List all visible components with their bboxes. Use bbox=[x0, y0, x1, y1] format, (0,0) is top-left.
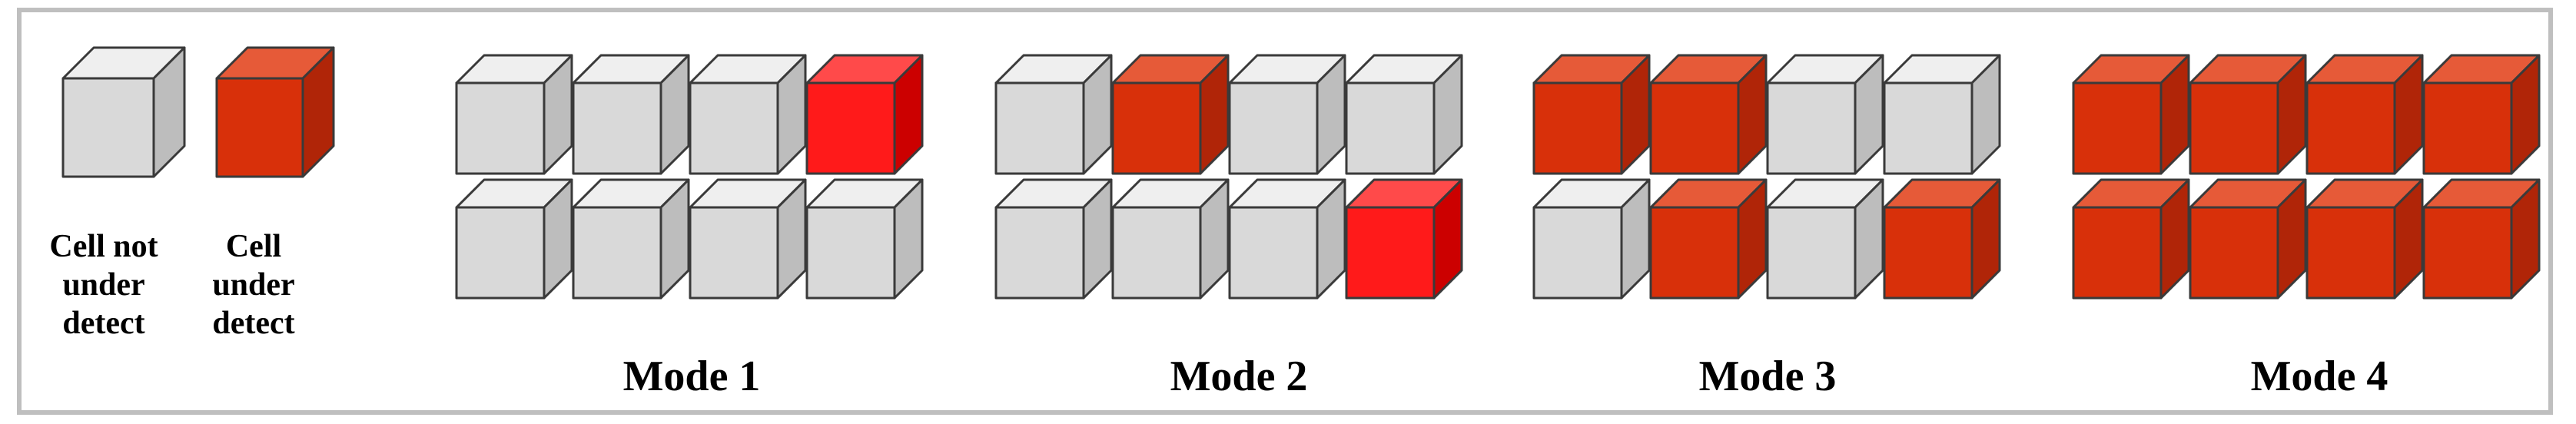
mode-2-cube-r2c2 bbox=[1111, 178, 1230, 300]
legend-cube-on bbox=[215, 46, 335, 178]
cube-front-face bbox=[1649, 206, 1740, 300]
cube-front-face bbox=[1766, 206, 1857, 300]
mode-1-cube-r2c2 bbox=[572, 178, 690, 300]
mode-label-4: Mode 4 bbox=[2250, 353, 2388, 400]
cube-front-face bbox=[455, 206, 546, 300]
mode-3-cube-r2c3 bbox=[1766, 178, 1884, 300]
mode-1-cube-r2c1 bbox=[455, 178, 573, 300]
mode-2-cube-r2c3 bbox=[1228, 178, 1346, 300]
cube-front-face bbox=[2305, 206, 2396, 300]
cube-front-face bbox=[994, 81, 1085, 175]
mode-2-cube-r2c1 bbox=[994, 178, 1113, 300]
mode-4-cube-r2c3 bbox=[2305, 178, 2424, 300]
mode-label-2: Mode 2 bbox=[1170, 353, 1308, 400]
cube-front-face bbox=[1532, 206, 1623, 300]
mode-4-cube-r2c4 bbox=[2422, 178, 2541, 300]
mode-1-cube-r2c4 bbox=[805, 178, 924, 300]
mode-3-cube-r2c1 bbox=[1532, 178, 1651, 300]
cube-front-face bbox=[1345, 206, 1436, 300]
cube-front-face bbox=[2072, 206, 2163, 300]
mode-2-cube-r2c4 bbox=[1345, 178, 1463, 300]
cube-front-face bbox=[1883, 206, 1973, 300]
cube-front-face bbox=[2189, 81, 2279, 175]
cube-front-face bbox=[2422, 206, 2513, 300]
legend-label-on-text: Cell under detect bbox=[212, 229, 295, 341]
legend-cubes bbox=[61, 46, 335, 178]
mode-1-cube-r2c3 bbox=[689, 178, 807, 300]
cube-front-face bbox=[805, 81, 896, 175]
cube-front-face bbox=[455, 81, 546, 175]
cube-front-face bbox=[61, 77, 155, 178]
mode-1-cube-r1c4 bbox=[805, 54, 924, 175]
mode-1-cube-r1c3 bbox=[689, 54, 807, 175]
mode-4-cube-r2c1 bbox=[2072, 178, 2190, 300]
mode-2-cube-r1c1 bbox=[994, 54, 1113, 175]
cube-front-face bbox=[994, 206, 1085, 300]
mode-4-cube-r1c1 bbox=[2072, 54, 2190, 175]
mode-2-cube-r1c2 bbox=[1111, 54, 1230, 175]
cube-front-face bbox=[1228, 206, 1319, 300]
legend-label-on: Cell under detect bbox=[192, 227, 315, 343]
mode-3-cube-r2c2 bbox=[1649, 178, 1768, 300]
mode-3-cube-r1c4 bbox=[1883, 54, 2001, 175]
mode-2-cube-r1c3 bbox=[1228, 54, 1346, 175]
legend-label-off-text: Cell not under detect bbox=[49, 229, 158, 341]
cube-front-face bbox=[689, 206, 779, 300]
legend-label-off: Cell not under detect bbox=[31, 227, 177, 343]
cube-front-face bbox=[1883, 81, 1973, 175]
cube-front-face bbox=[689, 81, 779, 175]
mode-4-cube-r1c3 bbox=[2305, 54, 2424, 175]
cube-front-face bbox=[2072, 81, 2163, 175]
mode-cubes bbox=[455, 54, 2541, 300]
mode-3-cube-r1c2 bbox=[1649, 54, 1768, 175]
mode-3-cube-r1c1 bbox=[1532, 54, 1651, 175]
cube-front-face bbox=[1532, 81, 1623, 175]
cube-front-face bbox=[1766, 81, 1857, 175]
cube-front-face bbox=[2305, 81, 2396, 175]
mode-1-cube-r1c1 bbox=[455, 54, 573, 175]
cube-front-face bbox=[572, 81, 662, 175]
mode-4-cube-r2c2 bbox=[2189, 178, 2307, 300]
cube-front-face bbox=[2422, 81, 2513, 175]
cube-front-face bbox=[1111, 81, 1202, 175]
mode-label-1: Mode 1 bbox=[622, 353, 761, 400]
cube-front-face bbox=[572, 206, 662, 300]
mode-1-cube-r1c2 bbox=[572, 54, 690, 175]
mode-3-cube-r2c4 bbox=[1883, 178, 2001, 300]
cube-front-face bbox=[1649, 81, 1740, 175]
mode-4-cube-r1c4 bbox=[2422, 54, 2541, 175]
cube-front-face bbox=[805, 206, 896, 300]
mode-label-3: Mode 3 bbox=[1698, 353, 1837, 400]
legend-cube-off bbox=[61, 46, 186, 178]
cube-front-face bbox=[2189, 206, 2279, 300]
mode-3-cube-r1c3 bbox=[1766, 54, 1884, 175]
cube-front-face bbox=[1345, 81, 1436, 175]
cube-front-face bbox=[1228, 81, 1319, 175]
mode-4-cube-r1c2 bbox=[2189, 54, 2307, 175]
cube-front-face bbox=[1111, 206, 1202, 300]
mode-2-cube-r1c4 bbox=[1345, 54, 1463, 175]
cube-front-face bbox=[215, 77, 304, 178]
